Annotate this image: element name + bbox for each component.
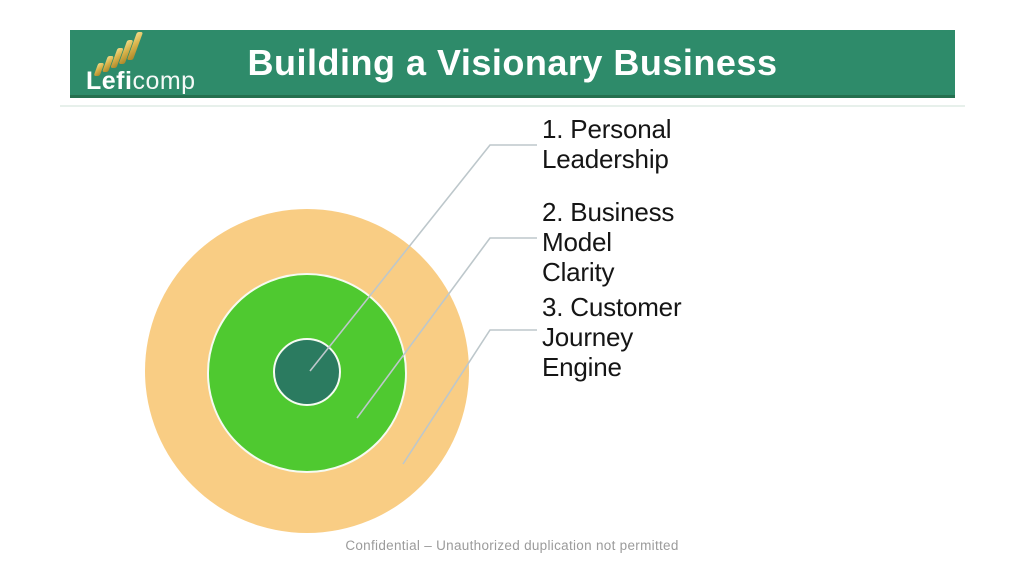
callout-label-3: 3. Customer Journey Engine <box>542 292 682 382</box>
callout-line-1 <box>309 144 537 372</box>
logo-text: Leficomp <box>86 68 196 94</box>
ring-inner <box>273 338 341 406</box>
callout-label-2: 2. Business Model Clarity <box>542 197 675 287</box>
callout-label-1: 1. Personal Leadership <box>542 114 672 174</box>
callout-line-3 <box>402 329 537 465</box>
header-bar: Leficomp Building a Visionary Business <box>70 30 955 98</box>
logo-text-bold: Lefi <box>86 67 133 95</box>
callout-line-2 <box>356 237 537 419</box>
logo: Leficomp <box>86 32 246 94</box>
slide-title: Building a Visionary Business <box>247 42 778 83</box>
header-shadow-line <box>60 105 965 107</box>
footer-disclaimer: Confidential – Unauthorized duplication … <box>345 538 679 553</box>
logo-text-light: comp <box>132 67 196 95</box>
